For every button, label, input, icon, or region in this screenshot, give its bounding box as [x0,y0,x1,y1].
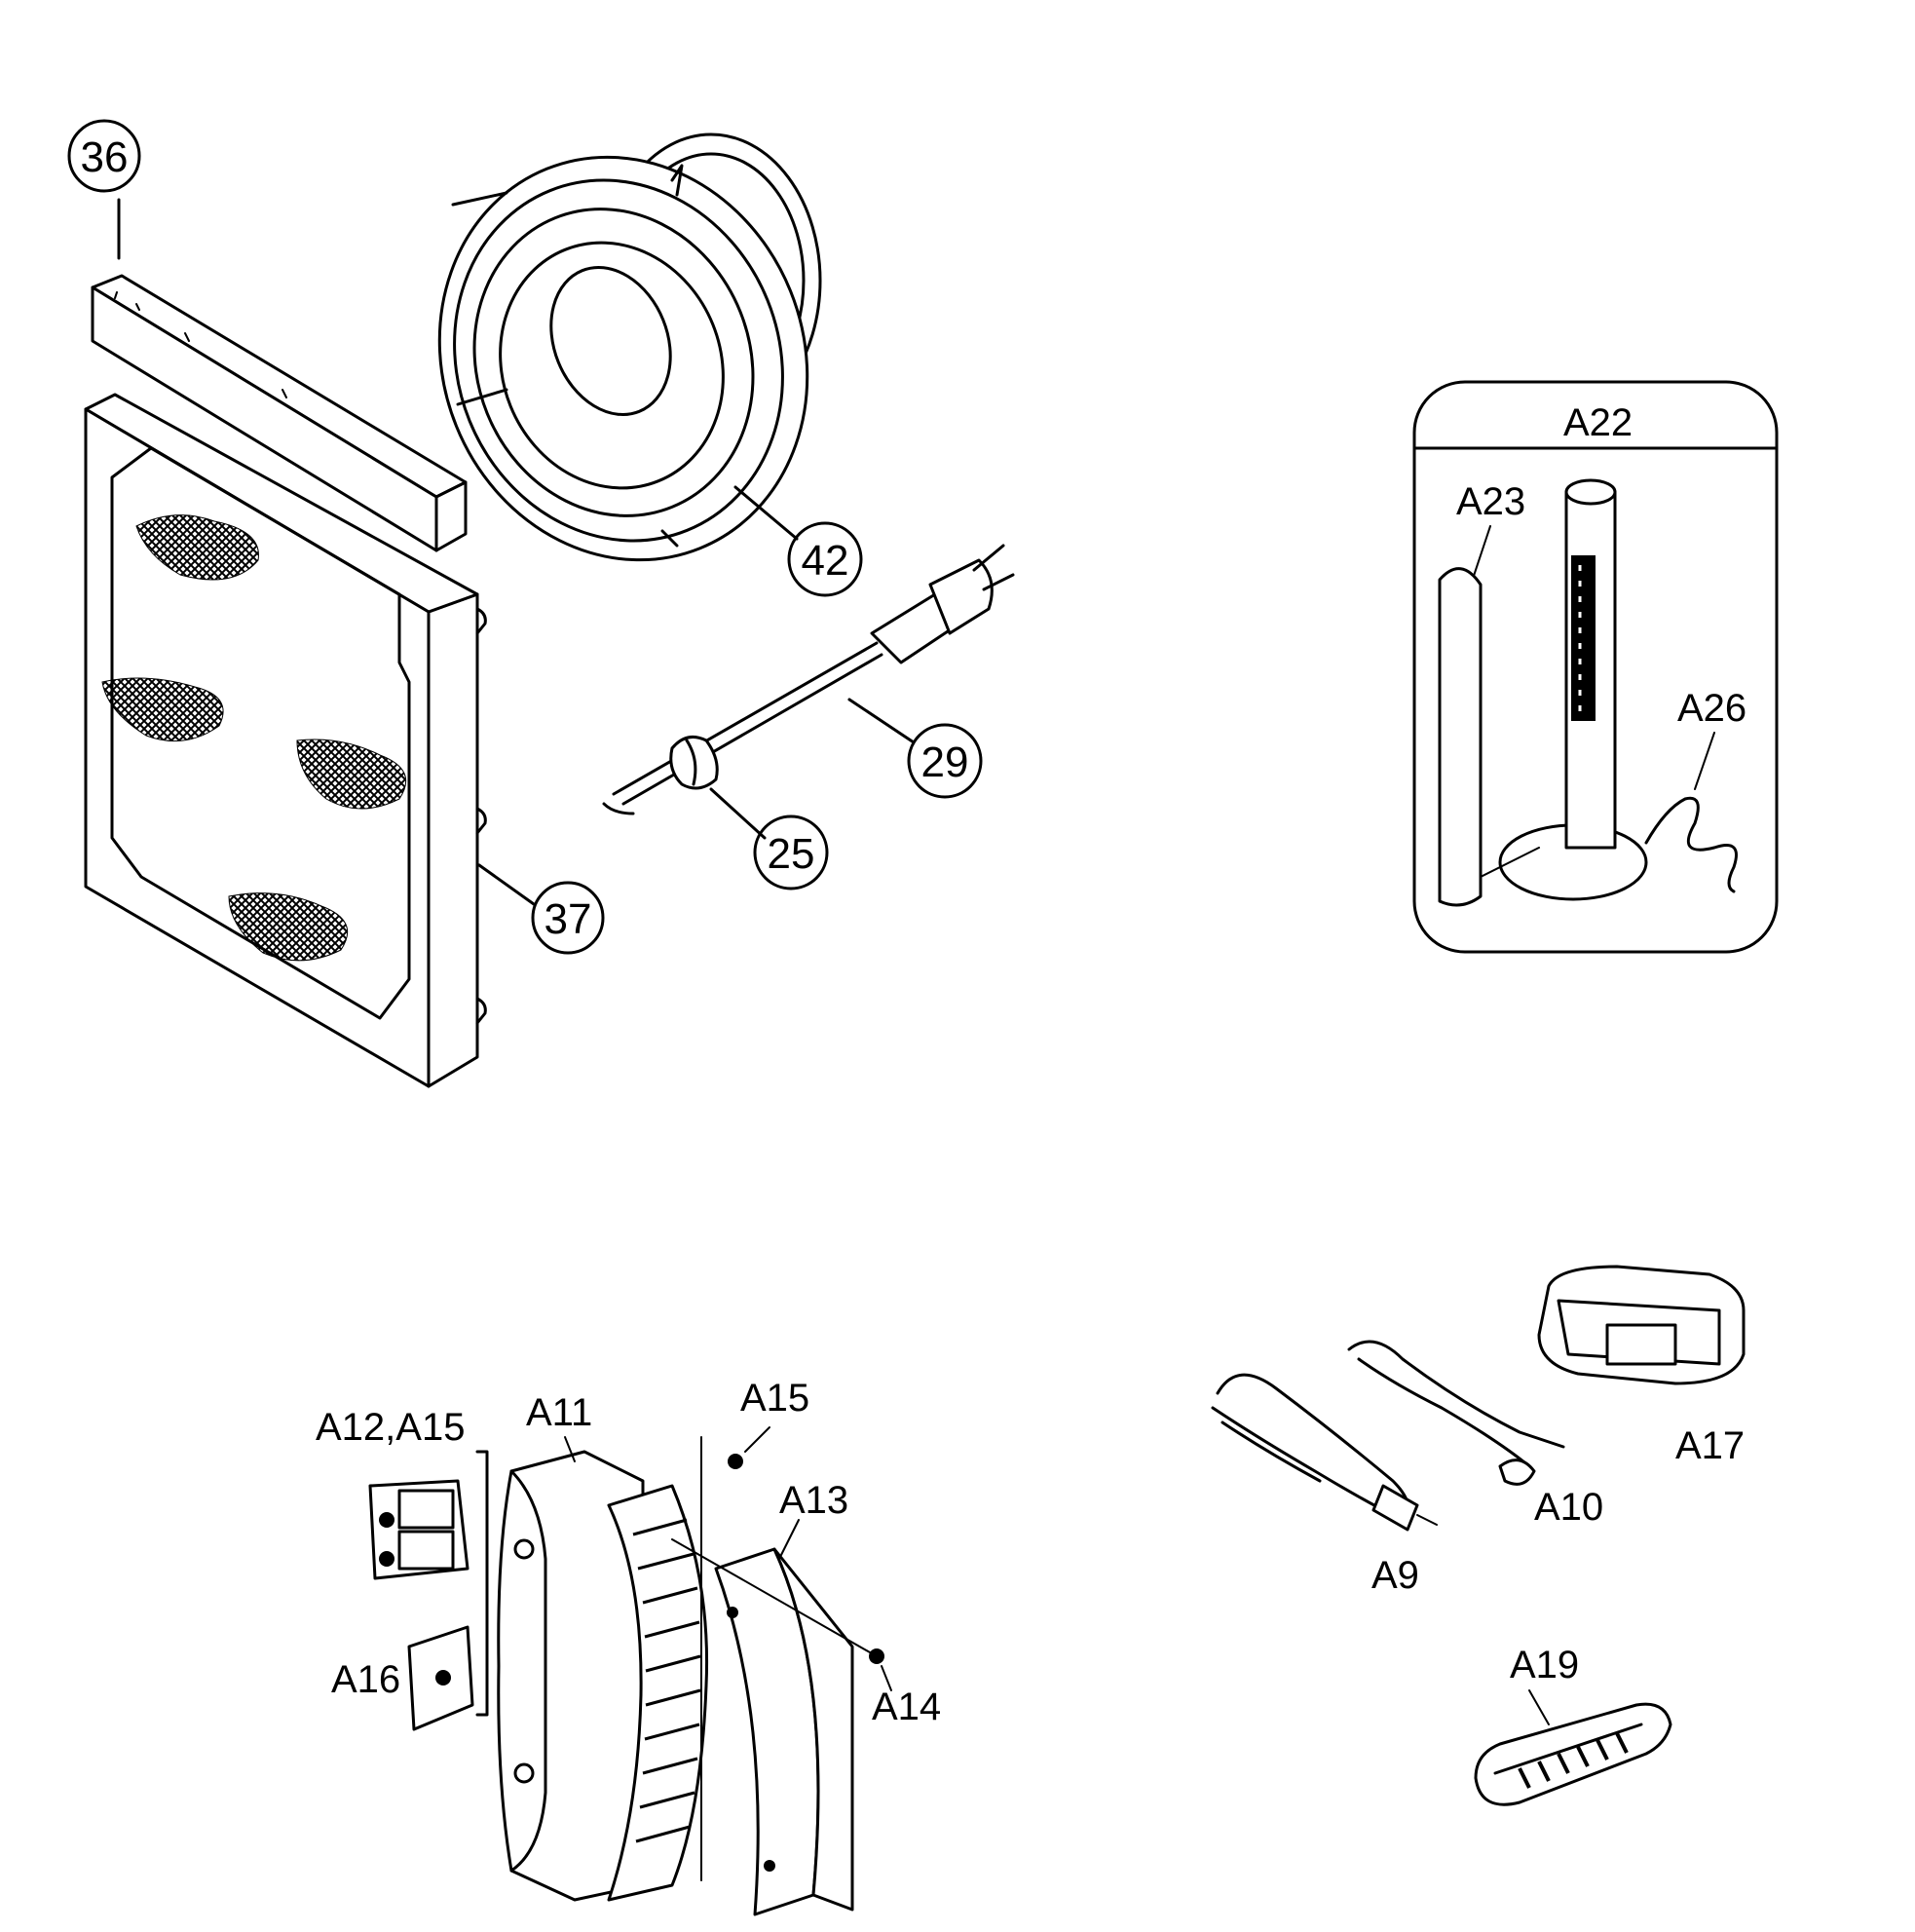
label-a15: A15 [740,1377,809,1420]
label-a17: A17 [1675,1424,1745,1467]
accessory-a9-power-cord: A9 [1211,1373,1438,1597]
accessory-a10-fm-antenna: A10 [1347,1340,1603,1529]
label-a9: A9 [1371,1554,1419,1597]
label-a16: A16 [331,1658,400,1701]
label-a19: A19 [1510,1644,1579,1686]
label-a11: A11 [526,1391,592,1434]
callout-25: 25 [753,814,829,890]
callout-29: 29 [907,723,983,799]
label-a13: A13 [779,1479,848,1522]
part-37-grille-frame [84,393,536,1088]
leader-25 [709,787,767,840]
part-29-power-cord [602,544,1015,815]
callout-42: 42 [787,521,863,597]
label-a10: A10 [1534,1486,1603,1529]
svg-text:42: 42 [802,537,849,585]
svg-text:37: 37 [544,895,592,943]
bookshelf-speaker-assembly: A12,A15 A11 A15 A13 A16 A14 [316,1377,941,1916]
label-a12-a15: A12,A15 [316,1406,465,1449]
leader-37 [477,863,536,906]
callout-36: 36 [67,119,141,193]
label-a23: A23 [1456,480,1525,523]
part-25-strain-relief [669,735,767,840]
svg-text:29: 29 [921,739,969,786]
part-42-speaker-driver [437,133,822,562]
label-a14: A14 [872,1686,941,1728]
label-a26: A26 [1677,687,1746,730]
a22-tower-stand-box: A22 A23 A26 [1412,380,1779,954]
accessory-a17-loop-antenna: A17 [1537,1265,1746,1467]
leader-29 [847,698,916,744]
svg-text:25: 25 [768,830,815,878]
part-36-top-strip [91,198,468,552]
callout-37: 37 [531,881,605,955]
svg-text:36: 36 [81,133,129,181]
accessory-a19-remote-control: A19 [1474,1644,1672,1806]
leader-42 [733,485,799,541]
label-a22: A22 [1563,401,1633,444]
